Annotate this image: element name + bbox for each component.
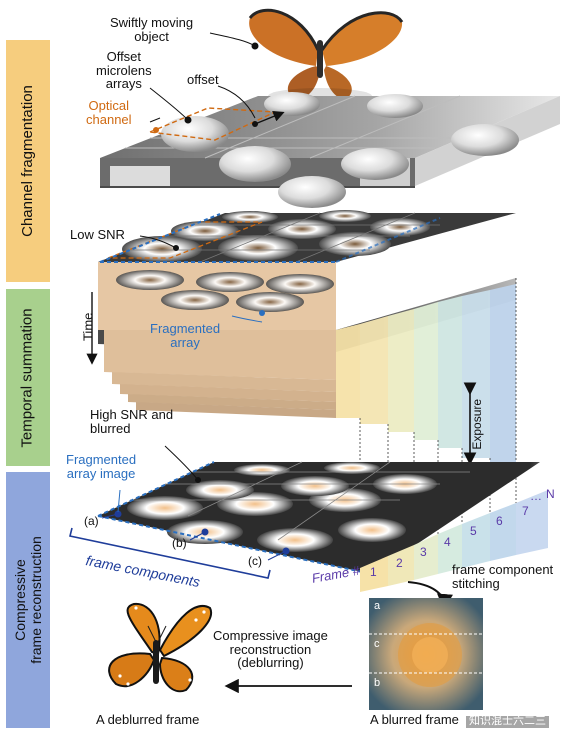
moving-butterfly-illustration [248, 8, 404, 104]
marker-a: (a) [84, 514, 99, 528]
frame-number-3: 3 [420, 545, 427, 559]
microlens-domes [161, 92, 519, 208]
marker-c: (c) [248, 554, 262, 568]
label-blurred-frame: A blurred frame [370, 712, 459, 727]
blur-zone-c: c [374, 638, 380, 650]
frame-number-7: 7 [522, 504, 529, 518]
frame-number-2: 2 [396, 556, 403, 570]
section-band-channel-fragmentation: Channel fragmentation [6, 40, 50, 282]
label-time: Time [80, 312, 96, 342]
label-high-snr: High SNR and blurred [90, 407, 174, 436]
deblurred-butterfly-illustration [108, 602, 213, 693]
label-low-snr: Low SNR [70, 227, 125, 242]
high-snr-fragmented-image [97, 445, 540, 575]
exposure-slabs [336, 284, 516, 466]
label-deblurred-frame: A deblurred frame [96, 712, 200, 727]
temporal-layers [104, 330, 336, 418]
marker-b: (b) [172, 536, 187, 550]
offset-arrow [254, 110, 285, 125]
microlens-array-plate [100, 92, 560, 208]
label-stitching: frame component stitching [452, 562, 554, 591]
frame-components-bracket [69, 527, 271, 579]
label-offset-microlens: Offset microlens arrays [96, 49, 152, 92]
fragmented-array-cells [116, 270, 334, 312]
frame-number-strip [360, 490, 548, 592]
section-band-temporal-summation: Temporal summation [6, 289, 50, 466]
low-snr-channel-outline [107, 221, 263, 259]
label-exposure: Exposure [470, 398, 485, 450]
label-fragmented-array-image: Fragmented array image [66, 452, 137, 481]
frame-number-5: 5 [470, 524, 477, 538]
label-swift-object: Swiftly moving object [110, 15, 194, 44]
leader-lines-top [149, 32, 259, 133]
frame-ellipsis: … [530, 489, 542, 503]
blurred-frame-image [369, 598, 483, 710]
frame-number-n: N [546, 487, 555, 501]
frame-number-6: 6 [496, 514, 503, 528]
blur-zone-a: a [374, 600, 381, 612]
watermark: 知识混士六二三 [466, 715, 549, 728]
frame-number-4: 4 [444, 535, 451, 549]
blur-zone-b: b [374, 677, 381, 689]
blurred-image-cells [127, 462, 437, 552]
frame-number-1: 1 [370, 565, 377, 579]
section-band-compressive-reconstruction: Compressive frame reconstruction [6, 472, 50, 728]
rolling-shutter-sensor [86, 210, 517, 568]
label-optical-channel: Optical channel [86, 98, 132, 127]
label-offset: offset [187, 72, 219, 87]
label-reconstruction: Compressive image reconstruction (deblur… [213, 628, 328, 671]
label-fragmented-array: Fragmented array [150, 321, 221, 350]
